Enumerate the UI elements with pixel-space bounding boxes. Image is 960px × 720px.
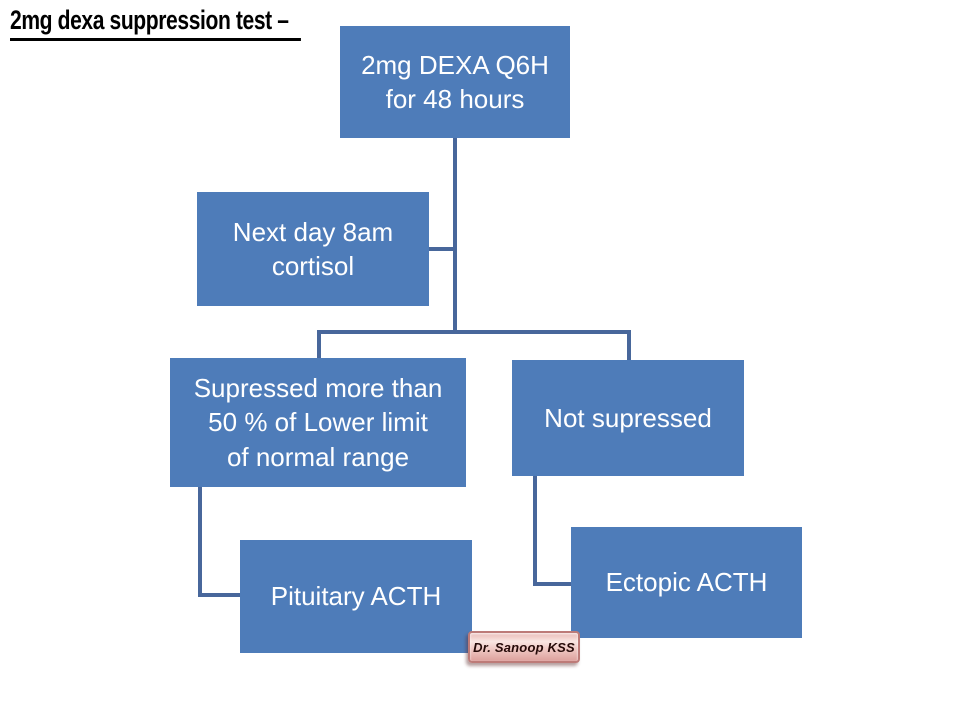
node-not-suppressed: Not supressed [512,360,744,476]
node-pituitary-acth: Pituitary ACTH [240,540,472,653]
node-ectopic-acth: Ectopic ACTH [571,527,802,638]
connector-branch-left-drop [317,330,321,358]
connector-pituitary-horizontal [198,593,242,597]
node-suppressed-more-than-50pct: Supressed more than 50 % of Lower limit … [170,358,466,487]
connector-pituitary-vertical [198,487,202,597]
node-next-day-cortisol: Next day 8am cortisol [197,192,429,306]
connector-next-day-stub [428,247,457,251]
node-2mg-dexa-q6h: 2mg DEXA Q6H for 48 hours [340,26,570,138]
connector-ectopic-vertical [533,476,537,586]
connector-top-vertical [453,138,457,332]
connector-branch-horizontal [317,330,631,334]
slide-title: 2mg dexa suppression test – [10,5,302,41]
author-watermark-badge: Dr. Sanoop KSS [468,631,580,663]
connector-branch-right-drop [627,330,631,360]
connector-ectopic-horizontal [533,582,573,586]
